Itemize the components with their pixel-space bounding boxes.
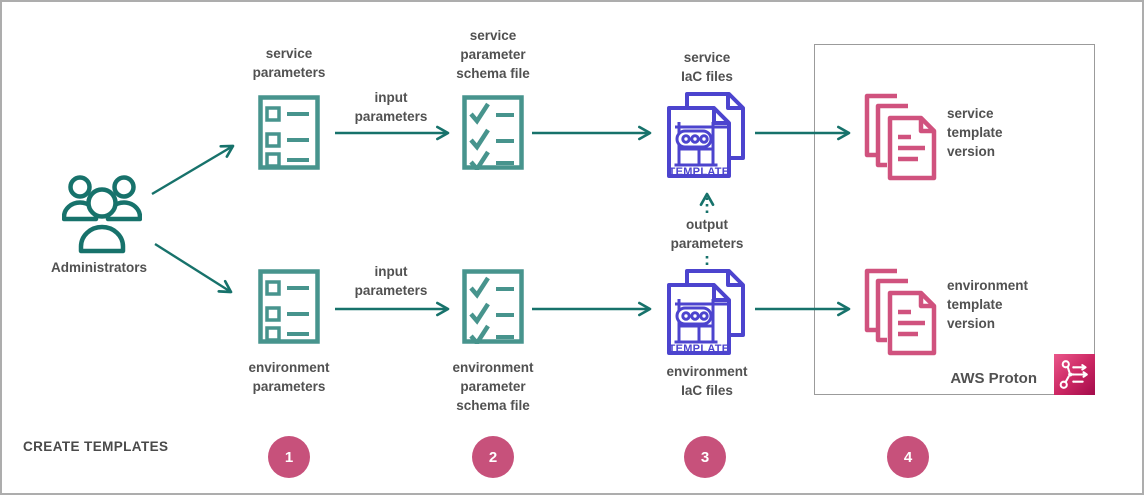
environment-parameters-node xyxy=(258,269,320,344)
checklist-icon xyxy=(462,269,524,344)
service-template-version-label: service template version xyxy=(947,106,1003,159)
administrators-node xyxy=(62,172,142,254)
step-badge-3: 3 xyxy=(684,436,726,478)
aws-proton-box xyxy=(814,44,1095,395)
service-schema-node xyxy=(462,95,524,170)
template-file-icon: TEMPLATE xyxy=(667,269,745,355)
step-badge-4: 4 xyxy=(887,436,929,478)
service-parameters-node xyxy=(258,95,320,170)
parameters-list-icon xyxy=(258,269,320,344)
environment-parameters-label: environment parameters xyxy=(248,360,330,394)
step-badge-1: 1 xyxy=(268,436,310,478)
environment-template-version-label: environment template version xyxy=(947,278,1029,331)
environment-input-parameters-label: input parameters xyxy=(354,264,428,298)
environment-template-version-node xyxy=(863,268,937,356)
step-badge-2: 2 xyxy=(472,436,514,478)
aws-proton-label: AWS Proton xyxy=(950,370,1037,387)
service-iac-label: service IaC files xyxy=(681,50,733,84)
service-template-version-node xyxy=(863,93,937,181)
service-parameters-label: service parameters xyxy=(252,46,326,80)
environment-iac-node: TEMPLATE xyxy=(665,268,757,356)
output-parameters-label: output parameters xyxy=(666,215,748,253)
parameters-list-icon xyxy=(258,95,320,170)
arrow-admin-to-environment-params xyxy=(154,242,233,294)
service-iac-node: TEMPLATE xyxy=(665,91,757,179)
template-file-icon: TEMPLATE xyxy=(667,92,745,178)
template-badge-text: TEMPLATE xyxy=(669,343,730,355)
checklist-icon xyxy=(462,95,524,170)
document-stack-icon xyxy=(864,268,937,356)
environment-schema-node xyxy=(462,269,524,344)
environment-iac-label: environment IaC files xyxy=(666,364,748,398)
users-icon xyxy=(62,175,142,254)
footer-title: CREATE TEMPLATES xyxy=(23,439,169,454)
template-badge-text: TEMPLATE xyxy=(669,166,730,178)
environment-schema-label: environment parameter schema file xyxy=(452,360,534,413)
document-stack-icon xyxy=(864,93,937,181)
proton-icon xyxy=(1054,354,1095,395)
service-input-parameters-label: input parameters xyxy=(354,90,428,124)
service-schema-label: service parameter schema file xyxy=(456,28,530,81)
arrow-admin-to-service-params xyxy=(151,144,235,196)
administrators-label: Administrators xyxy=(50,260,148,275)
